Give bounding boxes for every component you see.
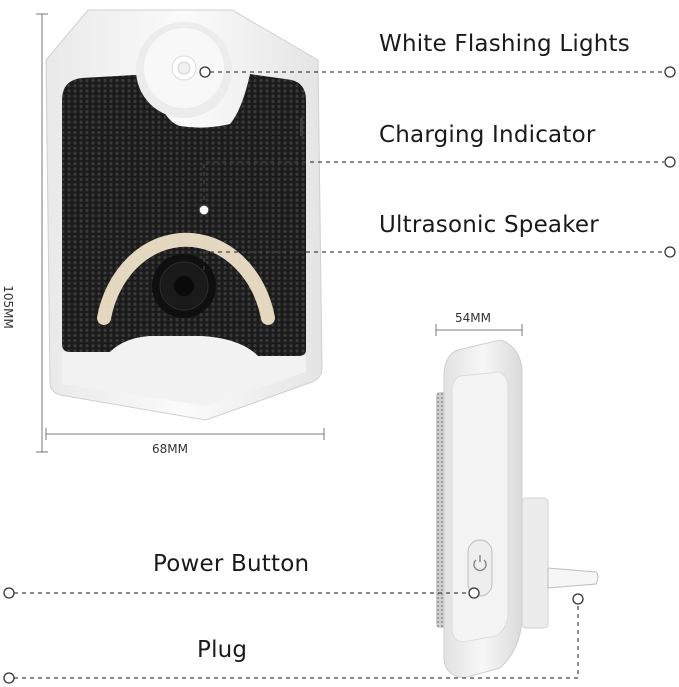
label-power-button: Power Button xyxy=(153,551,310,577)
width-dimension-line xyxy=(45,428,325,440)
label-plug: Plug xyxy=(197,637,248,663)
callout-speaker-leader xyxy=(203,251,664,270)
depth-dimension-line xyxy=(435,324,523,336)
front-lower-cover xyxy=(62,336,306,406)
power-icon xyxy=(473,555,487,572)
label-ultrasonic-speaker: Ultrasonic Speaker xyxy=(379,212,599,238)
ultrasonic-speaker-cone xyxy=(152,254,216,318)
callout-lights-dot-end xyxy=(664,66,676,78)
label-white-flashing-lights: White Flashing Lights xyxy=(379,31,630,57)
plug-base xyxy=(521,497,549,629)
label-charging-indicator: Charging Indicator xyxy=(379,122,596,148)
led-arc xyxy=(97,232,275,325)
callout-charging-leader xyxy=(203,161,664,208)
dimension-height-label: 105MM xyxy=(0,285,15,329)
side-view-device xyxy=(436,339,599,679)
callout-plug-dot-end xyxy=(572,593,584,605)
callout-power-dot-start xyxy=(3,587,15,599)
callout-plug-dot-start xyxy=(3,672,15,684)
callout-charging-dot-start xyxy=(198,204,210,216)
side-back-plate xyxy=(451,371,509,643)
callout-charging-dot-end xyxy=(664,156,676,168)
height-dimension-line xyxy=(36,13,48,453)
light-dome xyxy=(136,22,232,118)
front-view-device xyxy=(45,9,323,421)
dimension-depth-label: 54MM xyxy=(455,311,491,325)
power-button[interactable] xyxy=(467,539,493,597)
callout-speaker-dot-end xyxy=(664,246,676,258)
dimension-width-label: 68MM xyxy=(152,442,188,456)
charging-indicator-light xyxy=(300,118,303,136)
callout-plug-leader xyxy=(14,604,579,679)
callout-power-dot-end xyxy=(468,587,480,599)
plug-prong xyxy=(547,567,599,589)
callout-lights-dot-start xyxy=(199,66,211,78)
